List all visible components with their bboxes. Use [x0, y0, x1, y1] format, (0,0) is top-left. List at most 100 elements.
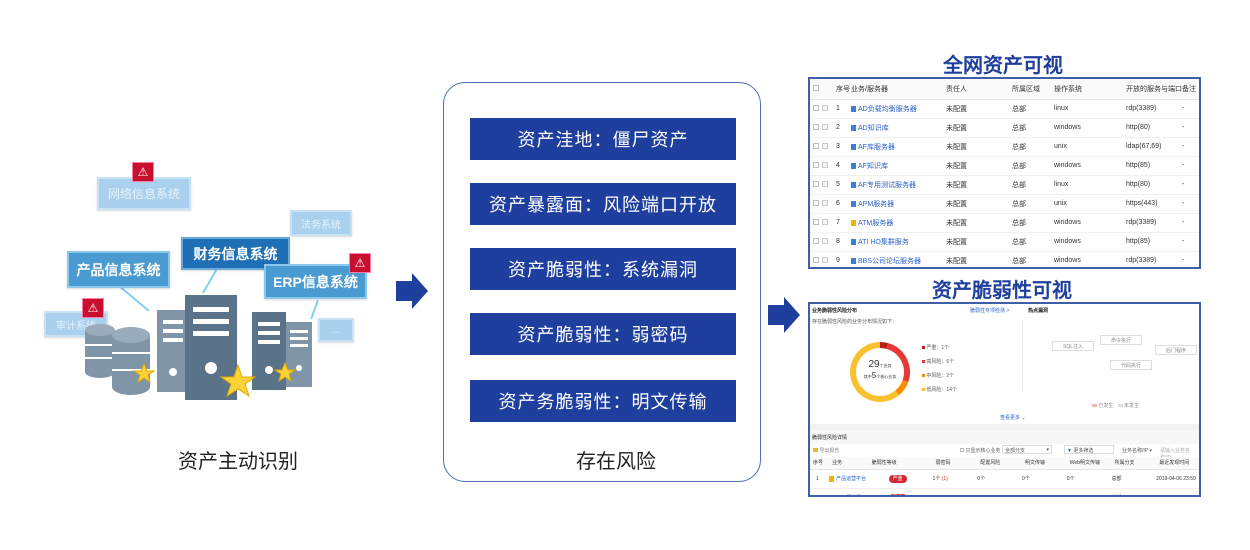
- row-name[interactable]: AF专用测试服务器: [858, 181, 916, 189]
- row-ports: https(443): [1126, 194, 1182, 214]
- row-detail-icon[interactable]: [822, 156, 836, 176]
- detail-col[interactable]: Web明文传输: [1066, 457, 1112, 470]
- row-checkbox[interactable]: [810, 175, 822, 195]
- legal-system-box: 法务系统: [290, 210, 352, 236]
- core-num: 5: [871, 371, 877, 380]
- vuln-detail-row[interactable]: 1 产品运营平台 严重 1个 (1) 0个 0个 0个 总部 2019-04-0…: [810, 469, 1199, 489]
- row-no: 4: [836, 156, 851, 176]
- row-checkbox[interactable]: [810, 137, 822, 157]
- export-report-button[interactable]: 导出报告: [813, 447, 839, 454]
- asset-row[interactable]: 1 AD负载均衡服务器 未配置 总部 linux rdp(3389) -: [810, 99, 1199, 119]
- detail-no: 2: [810, 488, 830, 495]
- row-detail-icon[interactable]: [822, 251, 836, 267]
- asset-table: 序号 业务/服务器 责任人 所属区域 操作系统 开放的服务与端口 备注 1 AD…: [810, 79, 1199, 267]
- vuln-detail-row[interactable]: 2 ATM服务器 严重 0个 1个 (1) 0个 0个 总部 2019-04-0…: [810, 488, 1199, 497]
- risk-legend: 严重：1个 高风险：6个 中风险：2个 低风险：14个: [922, 344, 957, 400]
- asset-row[interactable]: 2 AD知识库 未配置 总部 windows http(80) -: [810, 118, 1199, 138]
- row-checkbox[interactable]: [810, 232, 822, 252]
- row-checkbox[interactable]: [810, 99, 822, 119]
- row-checkbox[interactable]: [810, 118, 822, 138]
- col-ports[interactable]: 开放的服务与端口: [1126, 79, 1182, 100]
- row-name[interactable]: APM服务器: [858, 200, 895, 208]
- row-checkbox[interactable]: [810, 213, 822, 233]
- hot-vuln-tag[interactable]: 代码执行: [1110, 360, 1152, 370]
- asset-row[interactable]: 9 BBS公司论坛服务器 未配置 总部 windows rdp(3389) -: [810, 251, 1199, 267]
- detail-col[interactable]: 业务: [829, 457, 869, 470]
- row-name-link[interactable]: AF库服务器: [851, 137, 946, 157]
- row-no: 1: [836, 99, 851, 119]
- server-icon: [851, 105, 856, 112]
- detail-col[interactable]: 序号: [810, 457, 830, 470]
- detail-business[interactable]: ATM服务器: [829, 488, 869, 497]
- row-detail-icon[interactable]: [822, 232, 836, 252]
- row-name[interactable]: AD负载均衡服务器: [858, 105, 917, 113]
- hot-vuln-tag[interactable]: SQL注入: [1052, 341, 1094, 351]
- detail-col[interactable]: 配置风险: [977, 457, 1023, 470]
- detail-business-name[interactable]: ATM服务器: [836, 495, 861, 497]
- row-name-link[interactable]: APM服务器: [851, 194, 946, 214]
- finance-system-label: 财务信息系统: [193, 245, 278, 262]
- legend-value: 14个: [946, 387, 957, 393]
- select-all-checkbox[interactable]: [810, 79, 822, 100]
- row-detail-icon[interactable]: [822, 194, 836, 214]
- row-detail-icon[interactable]: [822, 99, 836, 119]
- row-name-link[interactable]: AF专用测试服务器: [851, 175, 946, 195]
- asset-row[interactable]: 7 ATM服务器 未配置 总部 windows rdp(3389) -: [810, 213, 1199, 233]
- row-name[interactable]: BBS公司论坛服务器: [858, 257, 922, 265]
- row-checkbox[interactable]: [810, 156, 822, 176]
- row-name-link[interactable]: ATM服务器: [851, 213, 946, 233]
- row-name[interactable]: ATM服务器: [858, 219, 894, 227]
- search-type-select[interactable]: 业务名称/IP ▾: [1122, 448, 1152, 454]
- row-name-link[interactable]: AF知识库: [851, 156, 946, 176]
- row-name[interactable]: ATI HO集群服务: [858, 238, 909, 246]
- row-detail-icon[interactable]: [822, 137, 836, 157]
- row-name-link[interactable]: ATI HO集群服务: [851, 232, 946, 252]
- see-more-link[interactable]: 查看更多 ⌄: [1000, 415, 1026, 421]
- hot-vuln-tag[interactable]: 命令执行: [1100, 335, 1142, 345]
- col-region[interactable]: 所属区域: [1012, 79, 1054, 100]
- asset-row[interactable]: 4 AF知识库 未配置 总部 windows http(85) -: [810, 156, 1199, 176]
- legend-value: 6个: [946, 359, 955, 365]
- core-only-checkbox[interactable]: 只显示核心业务: [960, 447, 1000, 454]
- col-business-server[interactable]: 业务/服务器: [851, 79, 946, 100]
- row-note: -: [1182, 118, 1199, 138]
- row-checkbox[interactable]: [810, 251, 822, 267]
- row-detail-icon[interactable]: [822, 175, 836, 195]
- row-owner: 未配置: [946, 232, 1012, 252]
- row-note: -: [1182, 232, 1199, 252]
- row-checkbox[interactable]: [810, 194, 822, 214]
- server-icon: [851, 143, 856, 150]
- asset-row[interactable]: 3 AF库服务器 未配置 总部 unix ldap(67,69) -: [810, 137, 1199, 157]
- col-no[interactable]: 序号: [836, 79, 851, 100]
- asset-row[interactable]: 6 APM服务器 未配置 总部 unix https(443) -: [810, 194, 1199, 214]
- detail-col[interactable]: 弱密码: [932, 457, 978, 470]
- row-name-link[interactable]: AD知识库: [851, 118, 946, 138]
- col-os[interactable]: 操作系统: [1054, 79, 1126, 100]
- asset-row[interactable]: 8 ATI HO集群服务 未配置 总部 windows http(85) -: [810, 232, 1199, 252]
- detail-col[interactable]: 所属分支: [1111, 457, 1157, 470]
- row-name[interactable]: AD知识库: [858, 124, 889, 132]
- row-name-link[interactable]: BBS公司论坛服务器: [851, 251, 946, 267]
- row-name-link[interactable]: AD负载均衡服务器: [851, 99, 946, 119]
- special-detect-link[interactable]: 脆弱性专项检测 >: [970, 308, 1010, 314]
- row-detail-icon[interactable]: [822, 118, 836, 138]
- row-no: 5: [836, 175, 851, 195]
- detail-business-name[interactable]: 产品运营平台: [836, 476, 867, 482]
- more-filter-button[interactable]: ▼ 更多筛选: [1064, 445, 1114, 454]
- export-label: 导出报告: [819, 448, 840, 454]
- total-num: 29: [868, 359, 880, 370]
- col-note[interactable]: 备注: [1182, 79, 1199, 100]
- donut-slice-中风险: [895, 379, 909, 396]
- branch-select[interactable]: 全部分支▾: [1002, 445, 1052, 454]
- row-name[interactable]: AF库服务器: [858, 143, 895, 151]
- row-detail-icon[interactable]: [822, 213, 836, 233]
- detail-col[interactable]: 脆弱性等级: [868, 457, 933, 470]
- detail-col[interactable]: 明文传输: [1022, 457, 1067, 470]
- legend-value: 2个: [946, 373, 955, 379]
- hot-vuln-tag[interactable]: 后门程序: [1155, 345, 1197, 355]
- asset-row[interactable]: 5 AF专用测试服务器 未配置 总部 linux http(80) -: [810, 175, 1199, 195]
- row-name[interactable]: AF知识库: [858, 162, 888, 170]
- detail-col[interactable]: 最近发现时间: [1156, 457, 1199, 470]
- col-owner[interactable]: 责任人: [946, 79, 1012, 100]
- detail-business[interactable]: 产品运营平台: [829, 469, 869, 489]
